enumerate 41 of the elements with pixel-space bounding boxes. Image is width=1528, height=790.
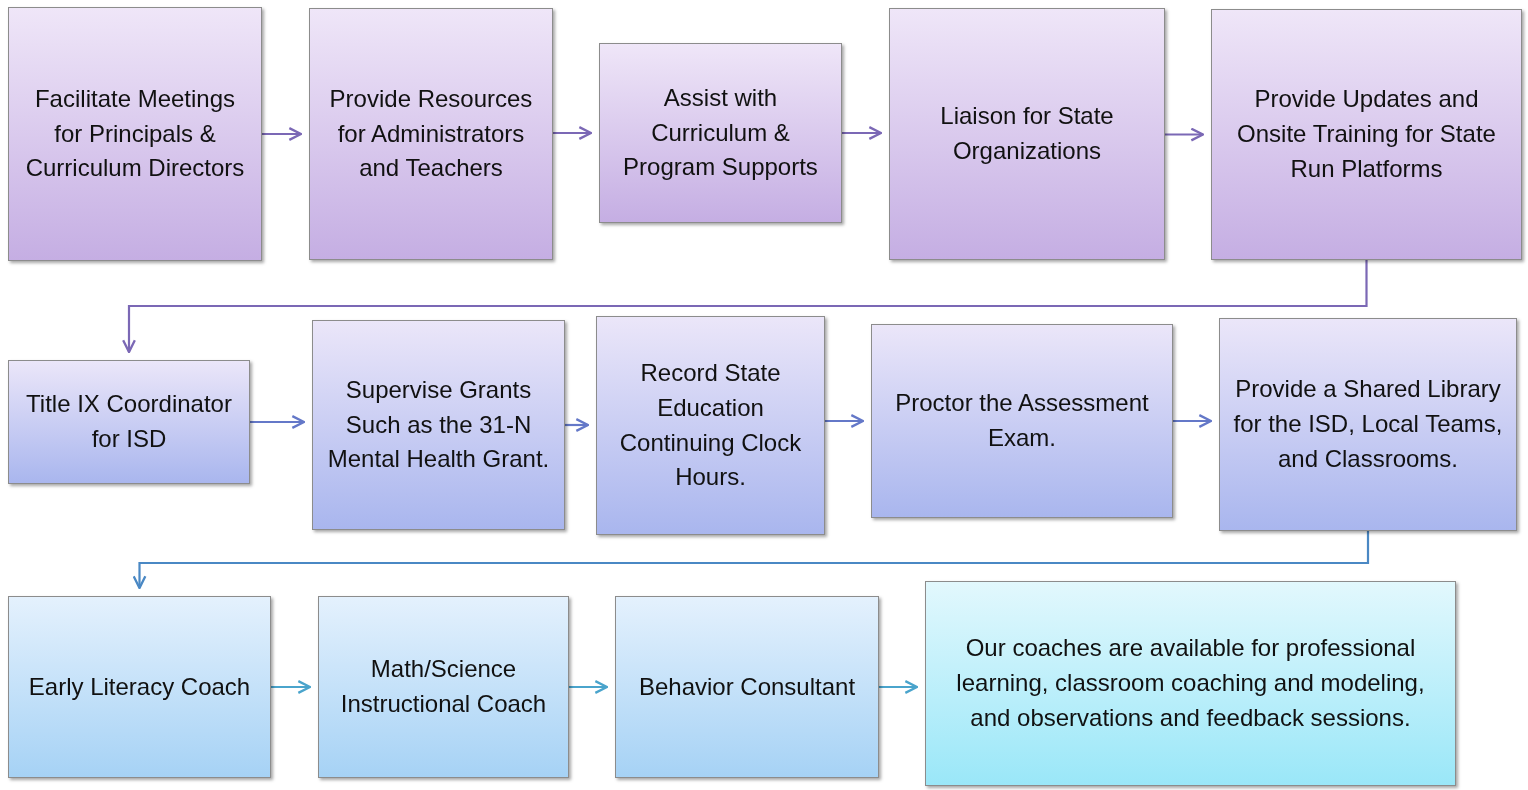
process-box [309,8,553,260]
process-box [1211,9,1522,260]
node-text: Behavior Consultant [638,671,856,702]
node-text: Supervise Grants Such as the 31-N Mental Health Grant. [326,374,551,475]
arrow [879,680,919,694]
process-box [599,43,842,223]
process-box [596,316,825,535]
process-box [8,596,271,778]
process-box [889,8,1165,260]
arrow [122,260,1368,354]
process-box [318,596,569,778]
node-text: Provide Resources for Administrators and Teachers [328,83,534,184]
process-box [8,360,250,484]
node-text: Early Literacy Coach [28,671,251,702]
node-text: Our coaches are available for professional learning, classroom coaching and modeling, and observations and feedback sessions. [955,633,1426,733]
arrow [842,126,883,140]
process-box [871,324,1173,518]
process-box [8,7,262,261]
arrow [132,531,1370,590]
process-box [615,596,879,778]
arrow [565,418,590,432]
process-box [312,320,565,530]
arrow [825,414,865,428]
node-text: Title IX Coordinator for ISD [25,389,233,454]
arrow [1165,127,1205,142]
node-text: Provide a Shared Library for the ISD, Local Teams, and Classrooms. [1232,374,1504,474]
arrow [1173,414,1213,428]
node-text: Facilitate Meetings for Principals & Curriculum Directors [24,83,246,184]
arrow [569,680,609,694]
note-box [925,581,1456,786]
arrow [250,415,306,429]
arrow [262,127,303,141]
node-text: Assist with Curriculum & Program Supports [622,82,819,183]
node-text: Record State Education Continuing Clock Hours. [618,357,803,493]
process-box [1219,318,1517,531]
node-text: Provide Updates and Onsite Training for State Run Platforms [1236,84,1497,184]
node-text: Math/Science Instructional Coach [339,654,548,719]
arrow [271,680,312,694]
arrow [553,126,593,140]
node-text: Liaison for State Organizations [939,101,1115,166]
node-text: Proctor the Assessment Exam. [894,388,1150,453]
